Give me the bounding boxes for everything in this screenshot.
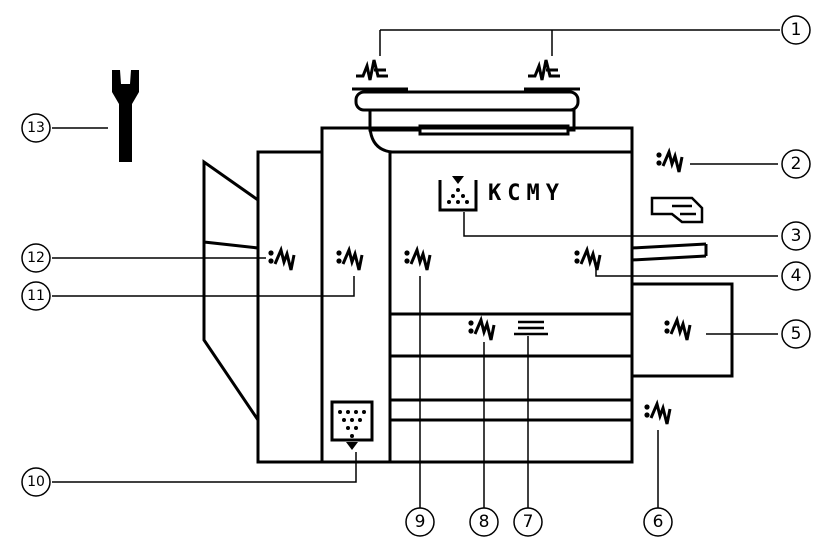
callout-1: 1	[781, 15, 811, 45]
callout-6: 6	[643, 507, 673, 537]
add-toner-icon	[438, 176, 478, 212]
callout-8: 8	[469, 507, 499, 537]
svg-text:9: 9	[415, 512, 426, 532]
paper-jam-icon-11	[334, 248, 364, 272]
callout-13: 13	[21, 113, 51, 143]
paper-jam-icon-8	[466, 318, 496, 342]
callout-10: 10	[21, 467, 51, 497]
svg-text:3: 3	[791, 226, 802, 246]
callout-7: 7	[513, 507, 543, 537]
callout-9: 9	[405, 507, 435, 537]
callout-3: 3	[781, 221, 811, 251]
feeder-misfeed-icon-left	[354, 58, 390, 82]
svg-text:1: 1	[791, 20, 802, 40]
callout-line-1	[379, 29, 780, 56]
paper-stack-icon	[514, 320, 548, 336]
callout-11: 11	[21, 281, 51, 311]
svg-text:12: 12	[27, 250, 45, 266]
callout-4: 4	[781, 261, 811, 291]
svg-text:8: 8	[479, 512, 490, 532]
svg-text:2: 2	[791, 154, 802, 174]
callout-12: 12	[21, 243, 51, 273]
callout-lines	[52, 163, 778, 516]
svg-text:7: 7	[523, 512, 534, 532]
document-feeder	[354, 90, 580, 136]
svg-text:5: 5	[791, 324, 802, 344]
paper-jam-icon-12	[266, 248, 296, 272]
paper-jam-icon-9	[402, 248, 432, 272]
callout-5: 5	[781, 319, 811, 349]
callout-2: 2	[781, 149, 811, 179]
wrench-icon	[112, 70, 139, 162]
paper-jam-icon-5	[662, 318, 692, 342]
toner-colors-label: KCMY	[488, 181, 565, 206]
copier-body	[202, 126, 734, 464]
svg-text:11: 11	[27, 288, 45, 304]
svg-text:6: 6	[653, 512, 664, 532]
paper-jam-icon-6	[642, 402, 672, 426]
paper-jam-icon-2	[654, 150, 684, 174]
svg-text:13: 13	[27, 120, 45, 136]
svg-text:4: 4	[791, 266, 802, 286]
feeder-misfeed-icon-right	[526, 58, 562, 82]
svg-text:10: 10	[27, 474, 45, 490]
manual-feed-hand-icon	[650, 196, 704, 224]
waste-toner-icon	[330, 400, 374, 450]
